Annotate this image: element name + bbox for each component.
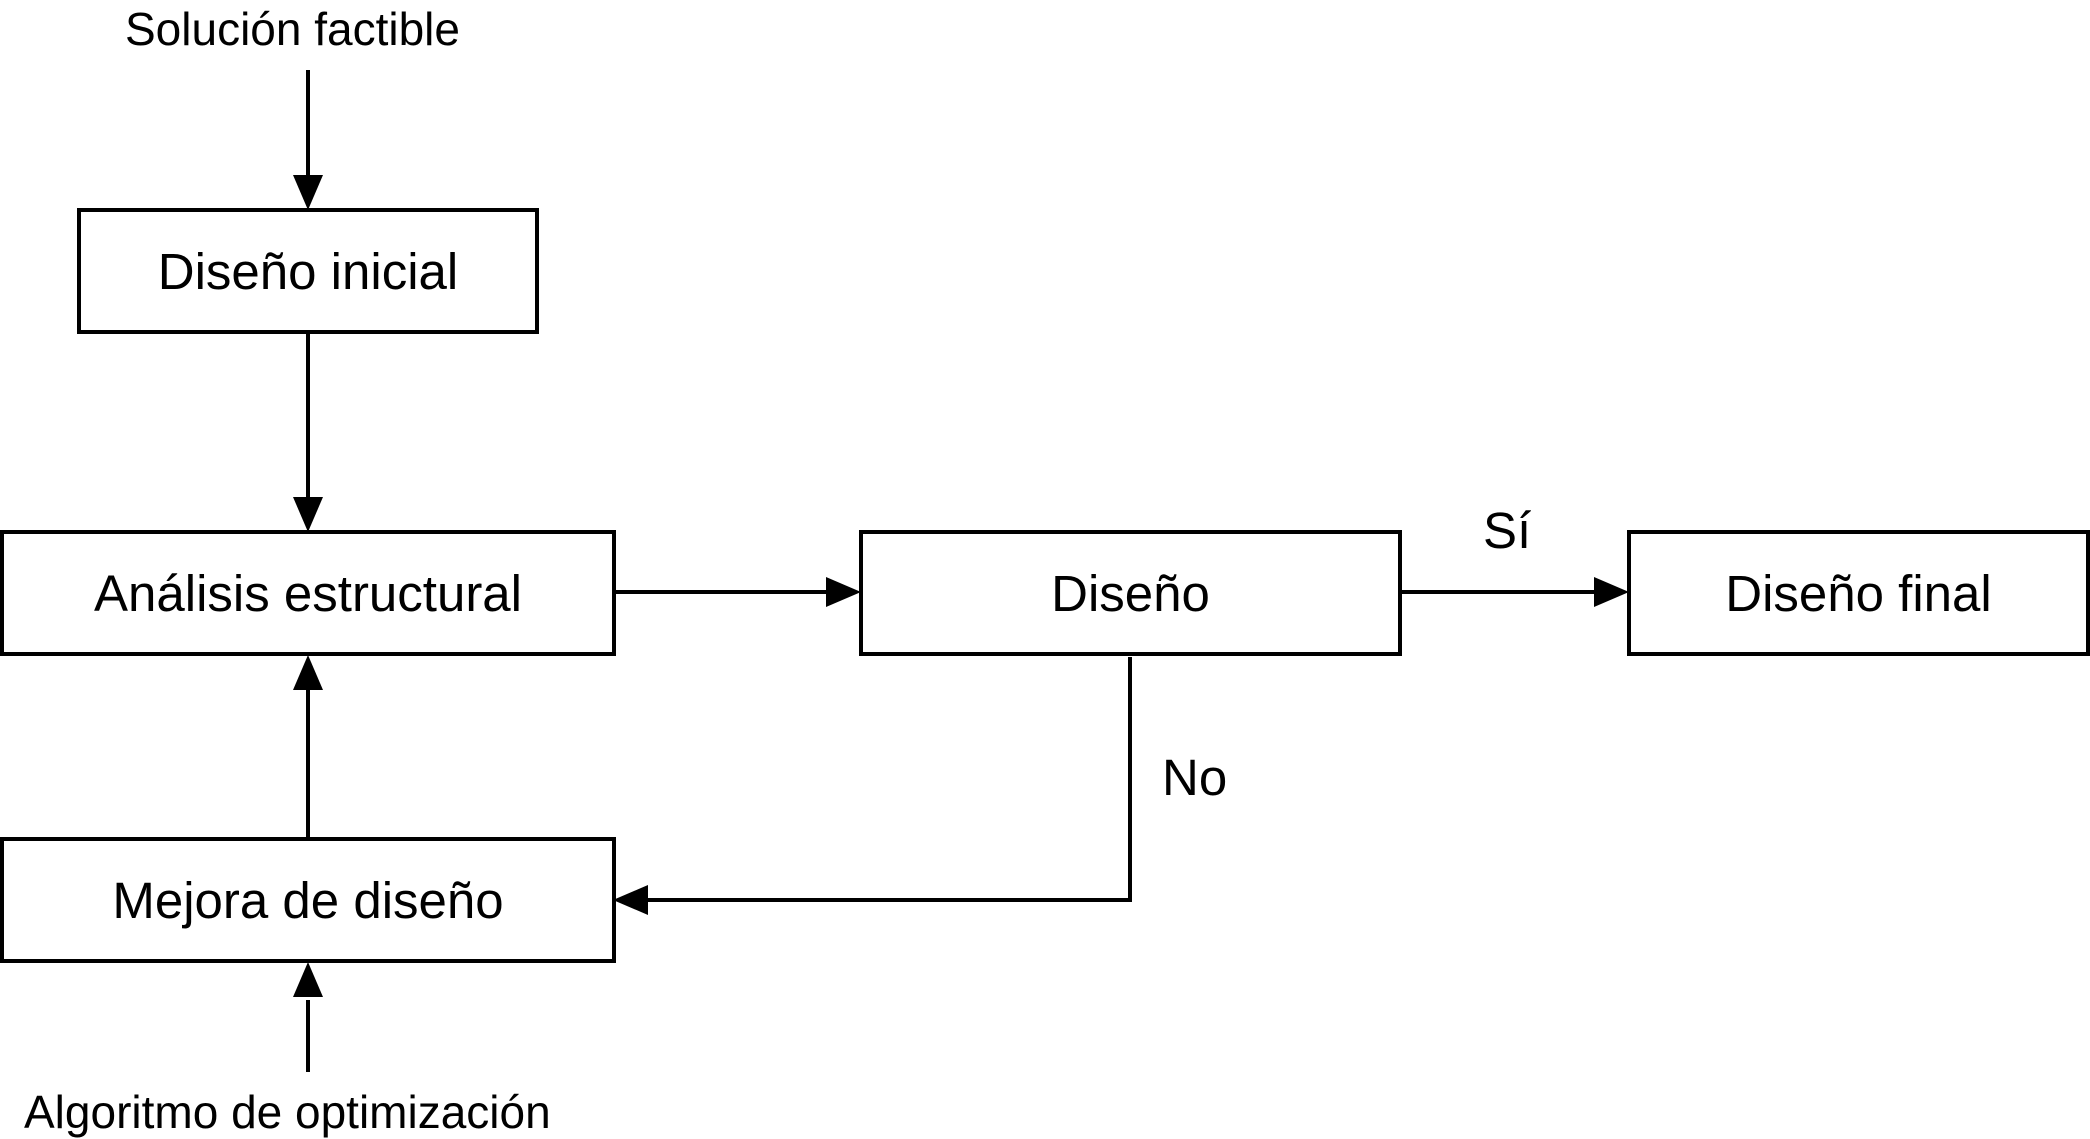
- arrowhead-right-final: [1594, 577, 1629, 607]
- node-final-design-label: Diseño final: [1725, 564, 1992, 622]
- branch-no-label: No: [1162, 749, 1228, 806]
- node-final-design: Diseño final: [1627, 530, 2090, 656]
- node-design-improvement: Mejora de diseño: [0, 837, 616, 963]
- node-structural-analysis-label: Análisis estructural: [94, 564, 522, 622]
- node-initial-design: Diseño inicial: [77, 208, 539, 334]
- node-design: Diseño: [859, 530, 1402, 656]
- arrowhead-up-improvement: [293, 962, 323, 997]
- branch-yes-label: Sí: [1483, 502, 1532, 559]
- node-initial-design-label: Diseño inicial: [157, 242, 459, 300]
- arrowhead-down-initial: [293, 175, 323, 210]
- arrowhead-right-design: [826, 577, 861, 607]
- node-design-improvement-label: Mejora de diseño: [112, 871, 504, 929]
- arrowhead-left-improvement: [613, 885, 648, 915]
- arrowhead-down-analysis: [293, 497, 323, 532]
- input-feasible-solution: Solución factible: [125, 3, 460, 55]
- node-structural-analysis: Análisis estructural: [0, 530, 616, 656]
- arrow-design-to-improvement: [644, 657, 1132, 902]
- node-design-label: Diseño: [1051, 564, 1210, 622]
- arrowhead-up-analysis: [293, 655, 323, 690]
- input-optimization-algorithm: Algoritmo de optimización: [24, 1086, 551, 1138]
